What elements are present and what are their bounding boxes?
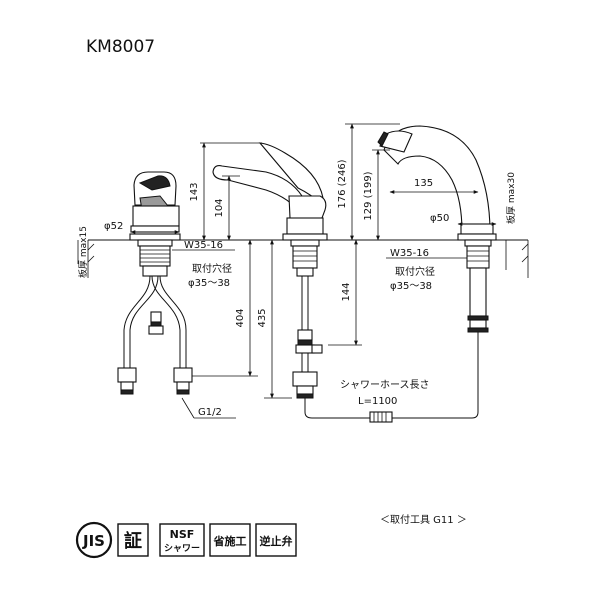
dim-143: 143 (189, 142, 262, 241)
dim-w35-left: W35-16 取付穴径 φ35～38 (172, 240, 235, 289)
badge-easy-install: 省施工 (209, 523, 251, 557)
badge-nsf-shower: NSF シャワー (159, 523, 205, 557)
dim-144: 144 (328, 239, 362, 346)
hose-length-label: シャワーホース長さ L=1100 (340, 379, 430, 407)
svg-text:176 (246): 176 (246) (337, 159, 348, 208)
dim-435: 435 (257, 239, 292, 399)
dim-w35-right: W35-16 取付穴径 φ35～38 (386, 248, 467, 292)
dim-d52: φ52 (104, 221, 180, 234)
svg-text:取付穴径: 取付穴径 (395, 265, 435, 278)
svg-text:NSF: NSF (170, 528, 195, 541)
dim-176: 176 (246) (337, 123, 400, 241)
svg-text:φ35～38: φ35～38 (390, 281, 432, 292)
svg-text:φ52: φ52 (104, 221, 123, 232)
right-shower-head (377, 125, 497, 333)
svg-text:143: 143 (189, 182, 200, 201)
dim-104: 104 (214, 175, 240, 241)
svg-text:404: 404 (235, 308, 246, 327)
badge-check-valve: 逆止弁 (255, 523, 297, 557)
mounting-tool-note: ＜取付工具 G11 ＞ (380, 513, 467, 526)
svg-text:W35-16: W35-16 (184, 240, 223, 251)
svg-text:φ50: φ50 (430, 213, 449, 224)
badge-certified: 証 (117, 523, 149, 557)
svg-text:シャワー: シャワー (164, 543, 200, 554)
svg-text:G1/2: G1/2 (198, 407, 222, 418)
model-title: KM8007 (86, 37, 155, 57)
svg-text:135: 135 (414, 178, 433, 189)
svg-text:JIS: JIS (82, 532, 105, 550)
svg-text:省施工: 省施工 (213, 534, 247, 548)
svg-text:取付穴径: 取付穴径 (192, 262, 232, 275)
left-supply-hoses (117, 275, 193, 395)
svg-text:φ35～38: φ35～38 (188, 278, 230, 289)
svg-text:板厚 max30: 板厚 max30 (505, 172, 517, 224)
svg-text:逆止弁: 逆止弁 (260, 534, 293, 548)
left-handle-body (129, 171, 181, 277)
svg-text:104: 104 (214, 198, 225, 217)
dim-g12: G1/2 (181, 397, 236, 419)
dim-404: 404 (192, 239, 258, 377)
dim-thickness-left: 板厚 max15 (77, 226, 89, 278)
svg-text:シャワーホース長さ: シャワーホース長さ (340, 379, 430, 391)
svg-text:W35-16: W35-16 (390, 248, 429, 259)
svg-text:144: 144 (341, 282, 352, 301)
dim-d50: φ50 (430, 213, 497, 226)
svg-text:435: 435 (257, 308, 268, 327)
svg-text:L=1100: L=1100 (358, 396, 397, 407)
center-faucet (212, 142, 328, 399)
dim-thickness-right: 板厚 max30 (505, 172, 517, 270)
dim-129: 129 (199) (363, 149, 390, 241)
badge-jis: JIS (75, 521, 113, 559)
shower-hose (304, 332, 479, 423)
svg-text:板厚 max15: 板厚 max15 (77, 226, 89, 278)
svg-text:129 (199): 129 (199) (363, 171, 374, 220)
dim-135: 135 (389, 178, 479, 194)
svg-text:証: 証 (124, 530, 142, 552)
